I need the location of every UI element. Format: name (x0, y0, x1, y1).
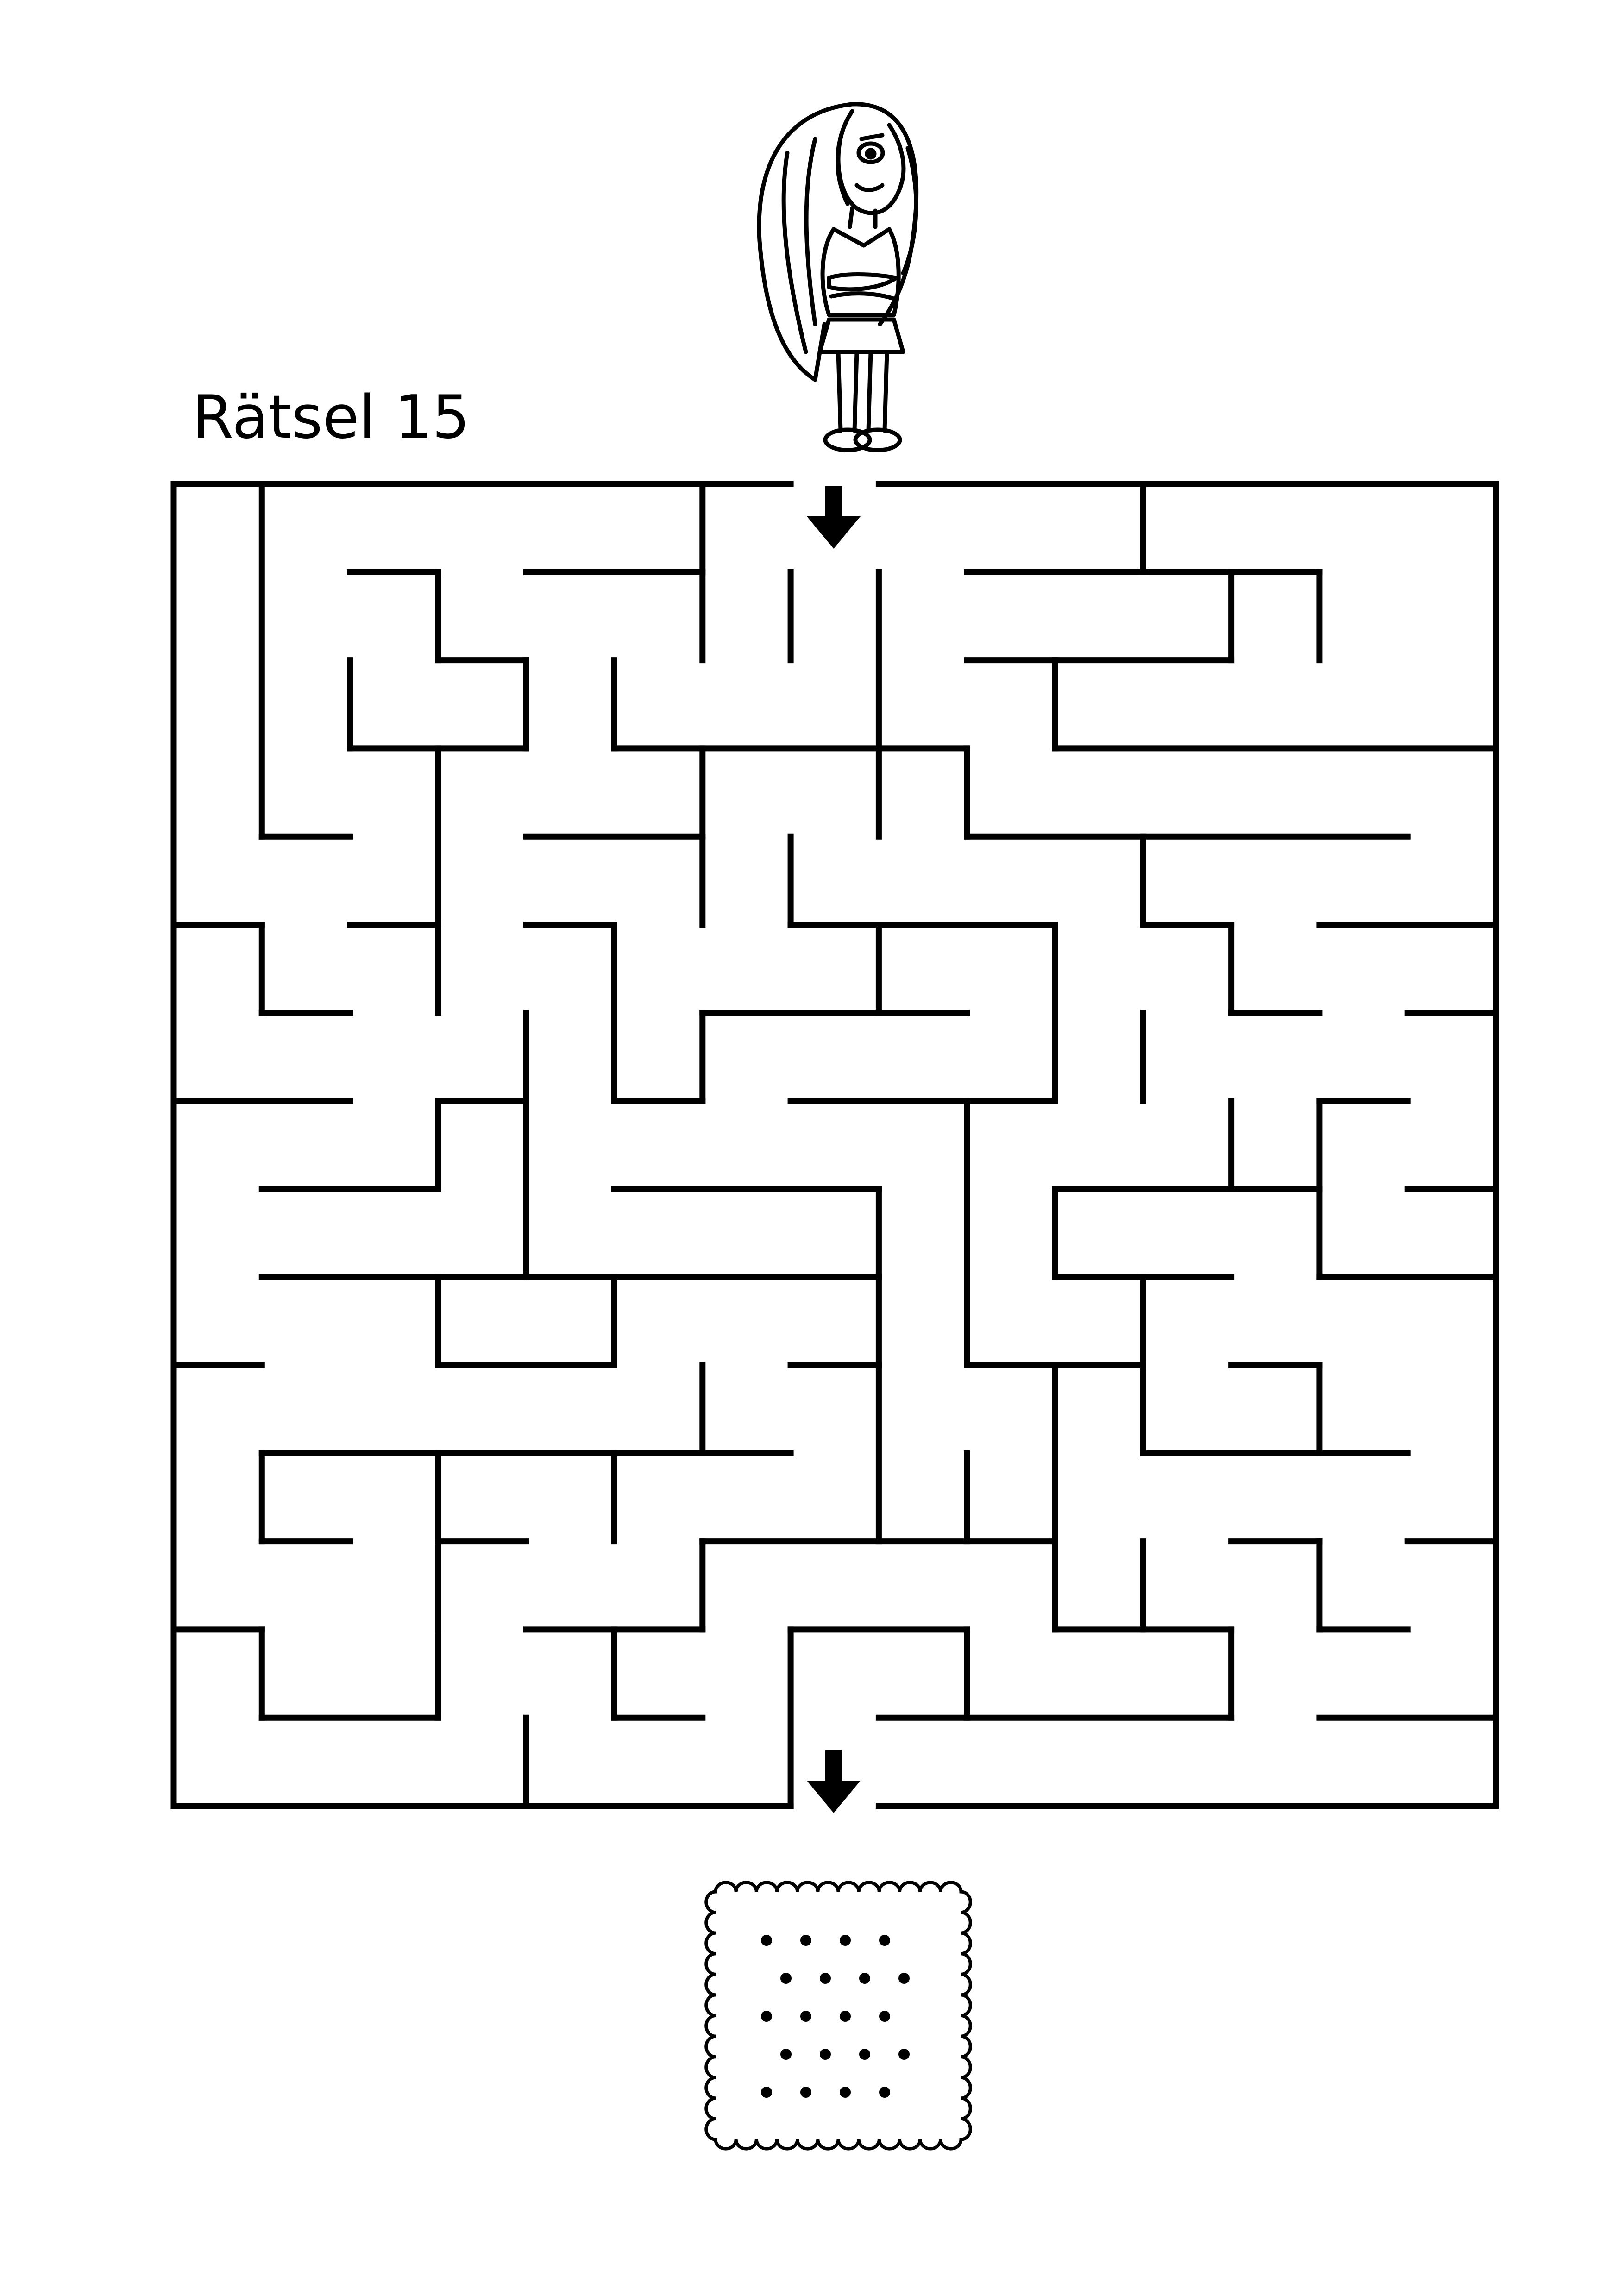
cracker-hole (820, 2049, 831, 2060)
cracker-hole (800, 2011, 811, 2022)
entry-arrow (807, 486, 861, 549)
cracker-hole (780, 1973, 792, 1984)
cracker-hole (859, 1973, 870, 1984)
cracker-hole (898, 1973, 910, 1984)
cracker-hole (800, 1935, 811, 1946)
cracker-hole (780, 2049, 792, 2060)
cracker-hole (840, 2011, 851, 2022)
cracker-hole (859, 2049, 870, 2060)
girl-figure (757, 102, 919, 452)
maze-walls (170, 481, 1499, 1809)
cracker-hole (840, 1935, 851, 1946)
puzzle-title: Rätsel 15 (192, 383, 470, 452)
exit-arrow (807, 1750, 861, 1813)
cracker-hole (800, 2087, 811, 2098)
cracker-hole (898, 2049, 910, 2060)
cracker-hole (761, 1935, 772, 1946)
cracker-hole (840, 2087, 851, 2098)
cracker-biscuit (704, 1881, 972, 2151)
cracker-hole (879, 2011, 890, 2022)
cracker-hole (879, 2087, 890, 2098)
cracker-hole (761, 2087, 772, 2098)
cracker-hole (761, 2011, 772, 2022)
cracker-hole (820, 1973, 831, 1984)
cracker-hole (879, 1935, 890, 1946)
